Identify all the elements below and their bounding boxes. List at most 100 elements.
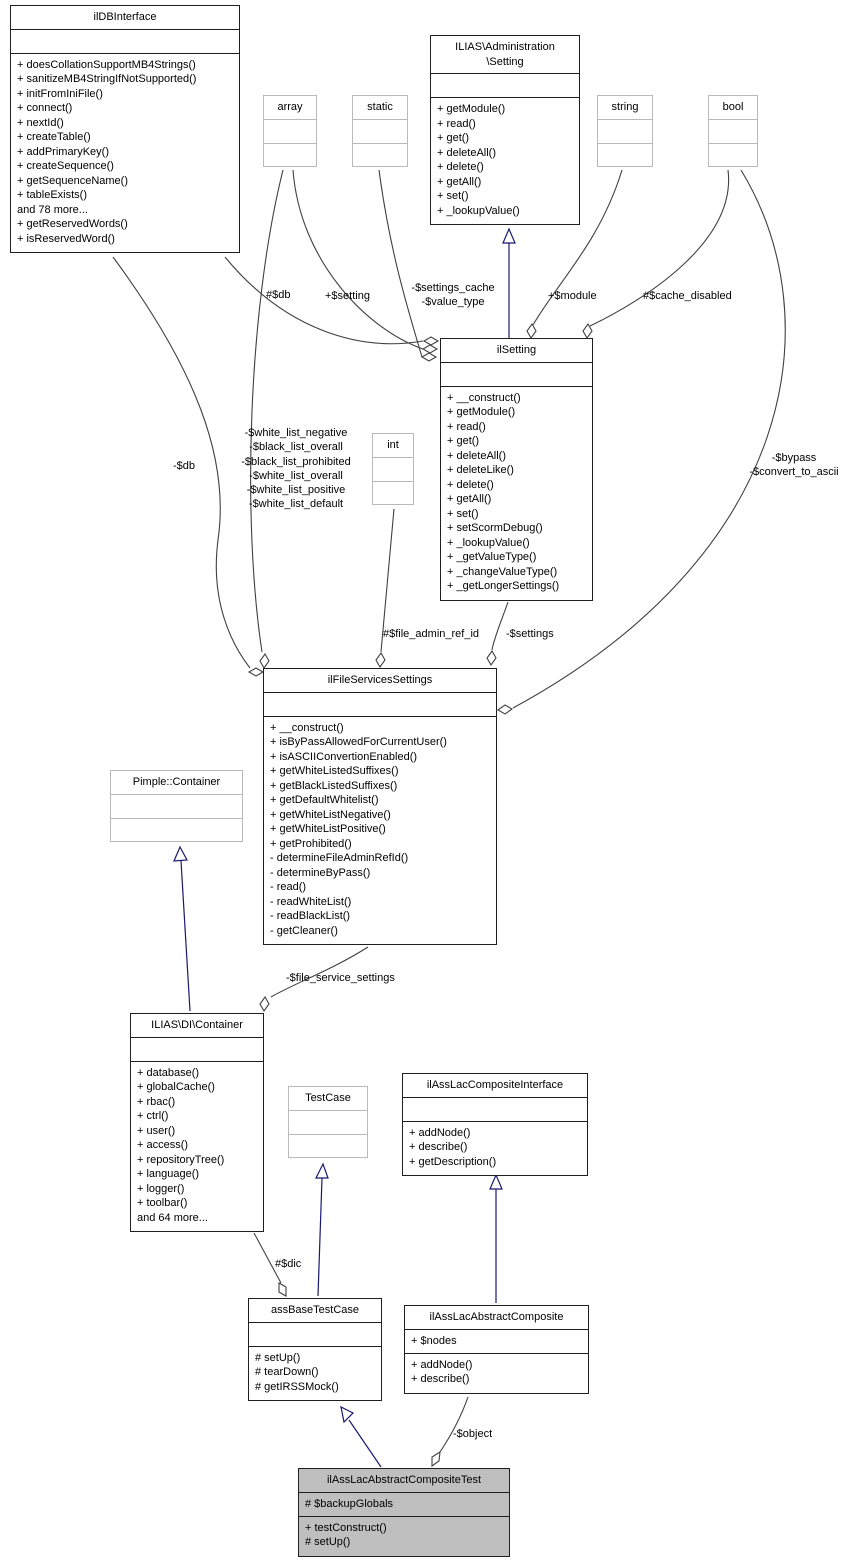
- class-attributes: [403, 1098, 587, 1122]
- class-ilasslaccompositeinterface[interactable]: ilAssLacCompositeInterface + addNode() +…: [402, 1073, 588, 1177]
- edge-label-cache-disabled: #$cache_disabled: [643, 290, 732, 302]
- class-ilias-di-container[interactable]: ILIAS\DI\Container + database() + global…: [130, 1013, 264, 1233]
- edge-label-file-service-settings: -$file_service_settings: [286, 972, 395, 984]
- class-methods: [709, 144, 757, 166]
- class-attributes: [11, 30, 239, 54]
- class-attributes: [111, 795, 242, 819]
- class-attributes: [249, 1323, 381, 1347]
- arrow-ilsetting-inherits: [502, 227, 516, 244]
- arrow-assbasetestcase-inherits: [315, 1162, 329, 1179]
- class-methods: + testConstruct() # setUp(): [305, 1521, 387, 1549]
- arrow-dicontainer-inherits: [173, 845, 188, 862]
- diamond-file-service-settings: [259, 995, 270, 1013]
- class-testcase: TestCase: [288, 1086, 368, 1158]
- class-title: ILIAS\Administration \Setting: [431, 36, 579, 75]
- class-title: ilAssLacAbstractCompositeTest: [299, 1469, 509, 1493]
- class-methods: + database() + globalCache() + rbac() + …: [137, 1066, 225, 1224]
- diamond-object: [431, 1450, 441, 1468]
- class-attributes: [264, 693, 496, 717]
- class-title: int: [373, 434, 413, 458]
- edge-composite-to-compositetest: [439, 1396, 469, 1453]
- class-methods: [373, 482, 413, 504]
- edge-label-bypass: -$bypass -$convert_to_ascii: [749, 452, 839, 479]
- class-attributes: + $nodes: [405, 1330, 588, 1354]
- diamond-white-lists: [259, 652, 270, 670]
- class-ildbinterface[interactable]: ilDBInterface + doesCollationSupportMB4S…: [10, 5, 240, 254]
- class-methods: [598, 144, 652, 166]
- class-ilsetting[interactable]: ilSetting + __construct() + getModule() …: [440, 338, 593, 601]
- class-attributes: [353, 120, 407, 144]
- edge-label-setting: +$setting: [325, 290, 370, 302]
- diamond-settings-cache: [420, 352, 438, 362]
- edge-label-object: -$object: [453, 1428, 493, 1440]
- edge-label-db-file: -$db: [173, 460, 196, 472]
- edge-static-to-ilsetting: [378, 169, 423, 358]
- class-bool: bool: [708, 95, 758, 167]
- edge-bool-bypass-to-fileservices: [512, 169, 786, 709]
- arrow-compositetest-inherits: [340, 1405, 355, 1424]
- class-methods: [111, 819, 242, 841]
- edge-compositetest-inherits-assbasetestcase: [348, 1419, 382, 1468]
- class-int: int: [372, 433, 414, 505]
- edge-label-dic: #$dic: [275, 1258, 302, 1270]
- class-title: ilAssLacCompositeInterface: [403, 1074, 587, 1098]
- edge-string-to-ilsetting: [532, 169, 623, 326]
- class-title: ilAssLacAbstractComposite: [405, 1306, 588, 1330]
- diamond-cache-disabled: [582, 322, 593, 340]
- class-methods: + __construct() + getModule() + read() +…: [447, 391, 560, 593]
- class-attributes: [264, 120, 316, 144]
- class-attributes: [441, 363, 592, 387]
- class-title: string: [598, 96, 652, 120]
- class-methods: + addNode() + describe() + getDescriptio…: [409, 1126, 497, 1168]
- class-methods: + doesCollationSupportMB4Strings() + san…: [17, 58, 197, 245]
- class-assbasetestcase[interactable]: assBaseTestCase # setUp() # tearDown() #…: [248, 1298, 382, 1402]
- edge-db-to-fileservices: [112, 256, 251, 669]
- edge-assbasetestcase-inherits-testcase: [317, 1177, 323, 1297]
- arrow-composite-inherits: [489, 1173, 503, 1190]
- class-methods: + __construct() + isByPassAllowedForCurr…: [270, 721, 447, 937]
- class-ilias-administration-setting[interactable]: ILIAS\Administration \Setting + getModul…: [430, 35, 580, 226]
- class-attributes: [709, 120, 757, 144]
- diamond-db-file: [247, 667, 265, 677]
- class-attributes: [289, 1111, 367, 1135]
- class-ilasslacabstractcomposite[interactable]: ilAssLacAbstractComposite + $nodes + add…: [404, 1305, 589, 1394]
- class-string: string: [597, 95, 653, 167]
- class-attributes: [373, 458, 413, 482]
- edge-array-to-ilsetting: [292, 169, 424, 350]
- class-attributes: [431, 74, 579, 99]
- class-ilfileservicessettings[interactable]: ilFileServicesSettings + __construct() +…: [263, 668, 497, 946]
- class-methods: + addNode() + describe(): [411, 1358, 473, 1386]
- class-title: bool: [709, 96, 757, 120]
- edge-label-db-setting: #$db: [266, 289, 291, 301]
- edge-label-settings-cache: -$settings_cache -$value_type: [411, 282, 495, 309]
- class-title: array: [264, 96, 316, 120]
- class-methods: [353, 144, 407, 166]
- diamond-bypass: [496, 704, 514, 715]
- edge-fileservices-to-dicontainer: [270, 946, 369, 998]
- edge-array-to-fileservices: [250, 169, 284, 653]
- edge-label-module: +$module: [548, 290, 597, 302]
- class-title: ILIAS\DI\Container: [131, 1014, 263, 1038]
- class-static: static: [352, 95, 408, 167]
- class-title: assBaseTestCase: [249, 1299, 381, 1323]
- diamond-db-setting: [422, 336, 440, 346]
- class-title: ilFileServicesSettings: [264, 669, 496, 693]
- class-pimple-container: Pimple::Container: [110, 770, 243, 842]
- diamond-file-admin-ref-id: [375, 651, 386, 669]
- edge-label-settings-ref: -$settings: [506, 628, 554, 640]
- class-methods: # setUp() # tearDown() # getIRSSMock(): [255, 1351, 339, 1393]
- edge-bool-to-ilsetting: [589, 169, 730, 327]
- class-title: ilSetting: [441, 339, 592, 363]
- class-title: ilDBInterface: [11, 6, 239, 30]
- class-array: array: [263, 95, 317, 167]
- class-title: TestCase: [289, 1087, 367, 1111]
- class-attributes: [131, 1038, 263, 1062]
- edge-ilsetting-to-fileservices: [491, 601, 509, 651]
- class-methods: [289, 1135, 367, 1157]
- edge-dicontainer-inherits-pimple: [180, 860, 191, 1012]
- edge-label-white-lists: -$white_list_negative -$black_list_overa…: [241, 427, 351, 511]
- class-title: Pimple::Container: [111, 771, 242, 795]
- class-methods: [264, 144, 316, 166]
